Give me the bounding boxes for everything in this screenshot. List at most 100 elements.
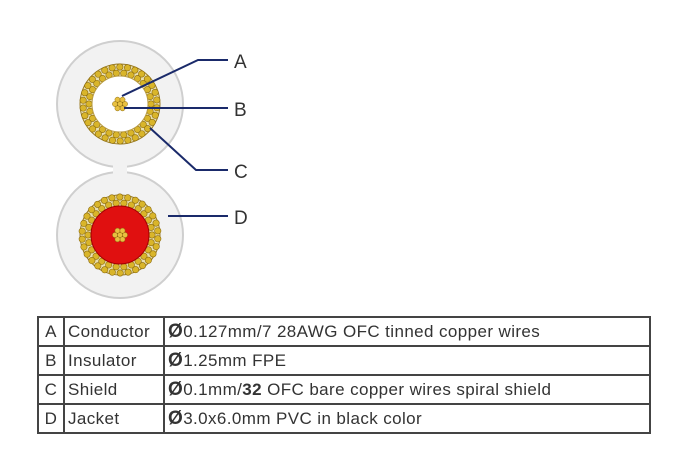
conductor-strand [119, 96, 126, 103]
conductor-strand [119, 227, 126, 234]
table-row: C Shield Ø0.1mm/32 OFC bare copper wires… [37, 374, 651, 405]
shield-strand [131, 196, 139, 204]
shield-strand [140, 252, 148, 260]
shield-strand [154, 235, 162, 243]
row-name: Shield [63, 374, 165, 405]
callout-c: C [234, 162, 248, 183]
shield-strand [116, 137, 124, 145]
shield-strand [112, 199, 120, 207]
shield-strand [84, 82, 92, 90]
row-description: Ø1.25mm FPE [163, 345, 651, 376]
shield-strand [153, 96, 161, 104]
shield-strand [89, 125, 97, 133]
table-row: D Jacket Ø3.0x6.0mm PVC in black color [37, 403, 651, 434]
callout-a: A [234, 52, 247, 73]
row-name: Conductor [63, 316, 165, 347]
shield-strand [84, 119, 92, 127]
shield-strand [138, 200, 146, 208]
callout-d: D [234, 208, 248, 229]
shield-strand [81, 112, 89, 120]
row-text: 0.127mm/7 28AWG OFC tinned copper wires [183, 321, 541, 341]
shield-strand [79, 96, 87, 104]
shield-strand [120, 263, 128, 271]
shield-strand [84, 231, 92, 239]
row-description: Ø0.1mm/32 OFC bare copper wires spiral s… [163, 374, 651, 405]
shield-strand [100, 196, 108, 204]
shield-strand [88, 75, 96, 83]
spec-table: A Conductor Ø0.127mm/7 28AWG OFC tinned … [37, 316, 651, 434]
shield-strand [147, 100, 155, 108]
shield-strand [124, 64, 132, 72]
shield-strand [80, 243, 88, 251]
row-text-tail: OFC bare copper wires spiral shield [261, 379, 552, 399]
row-text: 3.0x6.0mm PVC in black color [183, 408, 423, 428]
conductor-strand [114, 96, 121, 103]
row-description: Ø0.127mm/7 28AWG OFC tinned copper wires [163, 316, 651, 347]
shield-strand [94, 200, 102, 208]
shield-strand [94, 70, 102, 78]
shield-strand [101, 266, 109, 274]
shield-strand [79, 104, 87, 112]
shield-strand [152, 219, 160, 227]
shield-strand [144, 256, 152, 264]
shield-strand [132, 266, 140, 274]
shield-strand [139, 121, 147, 129]
diameter-symbol: Ø [168, 349, 184, 371]
shield-strand [138, 130, 146, 138]
shield-strand [149, 250, 157, 258]
shield-strand [85, 100, 93, 108]
table-row: B Insulator Ø1.25mm FPE [37, 345, 651, 376]
bottom-shield-strands [78, 193, 162, 277]
row-description: Ø3.0x6.0mm PVC in black color [163, 403, 651, 434]
shield-strand [152, 243, 160, 251]
callout-b: B [234, 100, 247, 121]
shield-strand [80, 219, 88, 227]
shield-strand [94, 262, 102, 270]
shield-strand [101, 66, 109, 74]
shield-strand [138, 70, 146, 78]
leader-line-a [121, 59, 228, 97]
shield-strand [124, 136, 132, 144]
shield-strand [112, 69, 120, 77]
shield-strand [78, 235, 86, 243]
shield-strand [108, 268, 116, 276]
shield-strand [88, 206, 96, 214]
shield-strand [143, 75, 151, 83]
leader-lines [121, 59, 228, 217]
table-row: A Conductor Ø0.127mm/7 28AWG OFC tinned … [37, 316, 651, 347]
top-shield-strands [79, 63, 161, 145]
diameter-symbol: Ø [168, 407, 184, 429]
shield-strand [83, 212, 91, 220]
shield-strand [149, 212, 157, 220]
row-name: Jacket [63, 403, 165, 434]
shield-strand [116, 269, 124, 277]
row-key: B [37, 345, 65, 376]
shield-strand [131, 134, 139, 142]
shield-strand [144, 205, 152, 213]
shield-strand [108, 64, 116, 72]
shield-strand [124, 268, 132, 276]
shield-strand [116, 193, 124, 201]
shield-strand [108, 136, 116, 144]
shield-strand [140, 210, 148, 218]
shield-strand [138, 262, 146, 270]
diameter-symbol: Ø [168, 320, 184, 342]
shield-strand [124, 194, 132, 202]
conductor-strand [114, 236, 121, 243]
strand-count: 32 [242, 379, 262, 399]
shield-strand [154, 227, 162, 235]
top-conductor [112, 96, 128, 112]
shield-strand [148, 118, 156, 126]
shield-strand [88, 257, 96, 265]
shield-strand [83, 250, 91, 258]
conductor-strand [112, 232, 118, 238]
bottom-conductor [112, 227, 128, 243]
shield-strand [92, 252, 100, 260]
conductor-strand [122, 101, 128, 107]
shield-strand [93, 79, 101, 87]
row-key: C [37, 374, 65, 405]
shield-strand [116, 63, 124, 71]
row-name: Insulator [63, 345, 165, 376]
top-core [79, 63, 161, 145]
shield-strand [93, 121, 101, 129]
